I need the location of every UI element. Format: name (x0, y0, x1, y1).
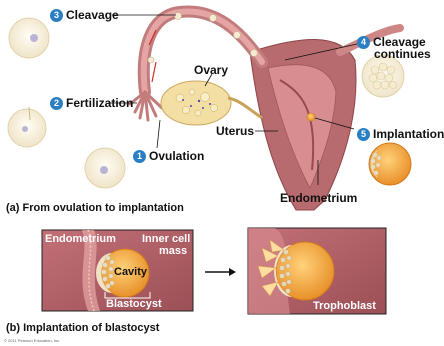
step-2-text: Fertilization (66, 96, 133, 110)
step-4-badge: 4 (357, 36, 370, 49)
cavity-label: Cavity (114, 266, 147, 279)
stage-cell-fertilized (8, 107, 46, 147)
endometrium-panel-label: Endometrium (45, 233, 116, 246)
step-1-badge: 1 (133, 150, 146, 163)
stage-cell-morula (362, 55, 404, 97)
step-3-text: Cleavage (66, 8, 119, 22)
fimbriae (130, 92, 162, 120)
transition-arrow (205, 268, 236, 276)
copyright-notice: © 2011 Pearson Education, Inc. (4, 338, 60, 343)
step-cleavage-label: 3Cleavage (50, 9, 119, 22)
trophoblast-label: Trophoblast (313, 300, 376, 313)
step-1-text: Ovulation (149, 149, 204, 163)
step-4-text-line2: continues (374, 48, 431, 61)
ovary (161, 81, 262, 125)
stage-cell-blastocyst (369, 143, 411, 185)
ovary-label: Ovary (194, 64, 228, 77)
step-5-badge: 5 (357, 128, 370, 141)
uterus-label: Uterus (216, 125, 254, 138)
step-2-badge: 2 (50, 97, 63, 110)
caption-part-a: (a) From ovulation to implantation (6, 202, 184, 215)
step-5-text: Implantation (373, 127, 444, 141)
step-implantation-label: 5Implantation (357, 128, 444, 141)
stage-cell-egg (9, 18, 49, 58)
endometrium-label: Endometrium (280, 192, 357, 205)
step-3-badge: 3 (50, 9, 63, 22)
step-ovulation-label: 1Ovulation (133, 150, 204, 163)
inner-cell-mass-label-line2: mass (159, 245, 187, 258)
step-fertilization-label: 2Fertilization (50, 97, 133, 110)
caption-part-b: (b) Implantation of blastocyst (6, 322, 159, 335)
oviduct-left (144, 12, 262, 92)
stage-cell-ovulated (85, 148, 125, 188)
blastocyst-label: Blastocyst (106, 298, 162, 311)
